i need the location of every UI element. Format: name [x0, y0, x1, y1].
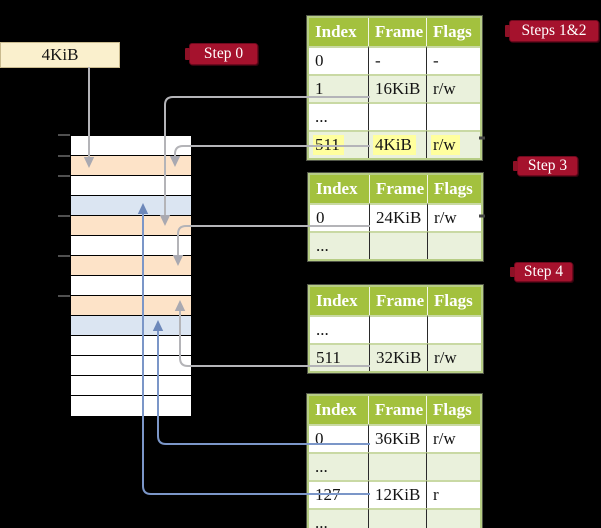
table-cell: ... — [309, 508, 368, 528]
memory-frame-row-9-peach — [71, 296, 191, 316]
table-cell: 12KiB — [368, 480, 426, 508]
table-cell — [369, 231, 427, 259]
highlighted-value: 511 — [313, 135, 344, 155]
table-cell — [426, 102, 480, 130]
badge-step-3-label: Step 3 — [527, 157, 568, 174]
memory-frame-row-7-peach — [71, 256, 191, 276]
badge-steps-1-2: Steps 1&2 — [505, 20, 599, 42]
memory-frame-row-8-white — [71, 276, 191, 296]
table-cell: ... — [310, 231, 369, 259]
table-cell — [426, 508, 480, 528]
table-row: ... — [309, 102, 480, 130]
memory-frame-row-11-white — [71, 336, 191, 356]
badge-step-4-label: Step 4 — [523, 263, 564, 280]
physical-memory-stack — [70, 135, 192, 417]
badge-step-4: Step 4 — [510, 262, 573, 282]
table-cell — [368, 508, 426, 528]
table-cell — [368, 102, 426, 130]
badge-step-0-label: Step 0 — [203, 45, 244, 62]
table-cell: ... — [309, 452, 368, 480]
memory-frame-row-4-blue — [71, 196, 191, 216]
table-cell: r/w — [427, 343, 481, 371]
table-cell — [427, 315, 481, 343]
memory-frame-row-3-white — [71, 176, 191, 196]
table-cell: 4KiB — [368, 130, 426, 158]
table-cell: r/w — [426, 424, 480, 452]
table-cell: ... — [309, 102, 368, 130]
table-cell — [368, 452, 426, 480]
table-cell: r/w — [426, 74, 480, 102]
frame-address-label: 4KiB — [41, 45, 79, 64]
highlighted-value: 4KiB — [373, 135, 416, 155]
table-row: ... — [310, 231, 481, 259]
memory-frame-row-2-peach — [71, 156, 191, 176]
column-header-frame: Frame — [369, 287, 427, 315]
table-cell: 16KiB — [368, 74, 426, 102]
memory-frame-row-14-white — [71, 396, 191, 416]
table-cell: r/w — [427, 203, 481, 231]
table-cell: 0 — [310, 203, 369, 231]
column-header-flags: Flags — [427, 175, 481, 203]
column-header-frame: Frame — [369, 175, 427, 203]
memory-frame-row-1-white — [71, 136, 191, 156]
table-cell: 511 — [309, 130, 368, 158]
table-cell: 24KiB — [369, 203, 427, 231]
table-cell: 0 — [309, 46, 368, 74]
table-cell — [426, 452, 480, 480]
memory-frame-row-10-blue — [71, 316, 191, 336]
table-cell: 0 — [309, 424, 368, 452]
table-cell: 511 — [310, 343, 369, 371]
memory-frame-row-6-white — [71, 236, 191, 256]
column-header-flags: Flags — [426, 18, 480, 46]
table-cell: 32KiB — [369, 343, 427, 371]
memory-frame-row-13-white — [71, 376, 191, 396]
table-cell — [427, 231, 481, 259]
table-cell: 36KiB — [368, 424, 426, 452]
table-cell — [369, 315, 427, 343]
column-header-index: Index — [310, 287, 369, 315]
table-row: ... — [310, 315, 481, 343]
table-cell: r — [426, 480, 480, 508]
memory-frame-row-12-white — [71, 356, 191, 376]
highlighted-value: r/w — [431, 135, 460, 155]
column-header-index: Index — [310, 175, 369, 203]
column-header-flags: Flags — [427, 287, 481, 315]
table-cell: 127 — [309, 480, 368, 508]
memory-frame-row-5-peach — [71, 216, 191, 236]
frame-address-box: 4KiB — [0, 42, 120, 68]
table-row: 511 4KiB r/w — [309, 130, 480, 158]
badge-steps-1-2-label: Steps 1&2 — [521, 22, 587, 39]
table-cell: - — [368, 46, 426, 74]
table-cell: 1 — [309, 74, 368, 102]
column-header-index: Index — [309, 396, 368, 424]
table-cell: r/w — [426, 130, 480, 158]
badge-step-3: Step 3 — [513, 156, 578, 176]
badge-step-0: Step 0 — [185, 43, 258, 65]
column-header-index: Index — [309, 18, 368, 46]
column-header-frame: Frame — [368, 18, 426, 46]
table-row: ... — [309, 508, 480, 528]
table-row: ... — [309, 452, 480, 480]
table-row: 0-- — [309, 46, 480, 74]
table-cell: - — [426, 46, 480, 74]
column-header-flags: Flags — [426, 396, 480, 424]
column-header-frame: Frame — [368, 396, 426, 424]
table-cell: ... — [310, 315, 369, 343]
